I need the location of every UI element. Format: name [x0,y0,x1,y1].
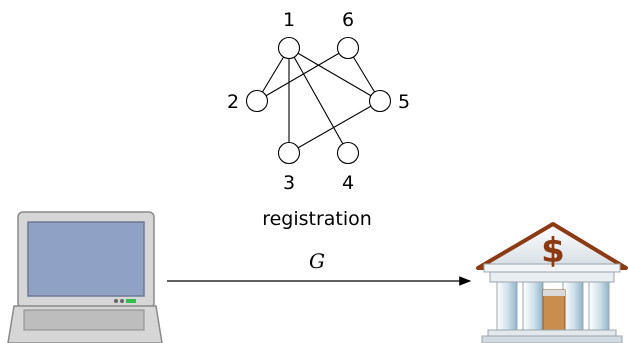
laptop-screen [27,221,145,297]
bank-icon: $ [476,222,628,343]
laptop-icon [7,211,163,343]
arrow-label-g: G [309,249,325,273]
node-2 [245,89,269,113]
node-6 [336,36,360,60]
edge-1-4 [288,47,349,154]
graph-nodes: 1 6 2 5 3 4 [227,9,410,194]
edge-2-6 [256,47,349,102]
node-label-6: 6 [342,9,354,31]
node-1 [277,36,301,60]
node-label-3: 3 [283,172,295,194]
node-3 [277,141,301,165]
edge-1-5 [288,47,381,102]
registration-caption: registration [262,208,372,230]
node-4 [336,141,360,165]
edge-3-5 [288,100,381,154]
node-label-1: 1 [283,9,295,31]
node-label-2: 2 [227,91,239,113]
graph-edges [256,47,381,154]
graph: 1 6 2 5 3 4 [227,9,410,194]
node-5 [368,89,392,113]
dollar-sign: $ [541,231,565,271]
node-label-5: 5 [398,91,410,113]
node-label-4: 4 [342,172,354,194]
